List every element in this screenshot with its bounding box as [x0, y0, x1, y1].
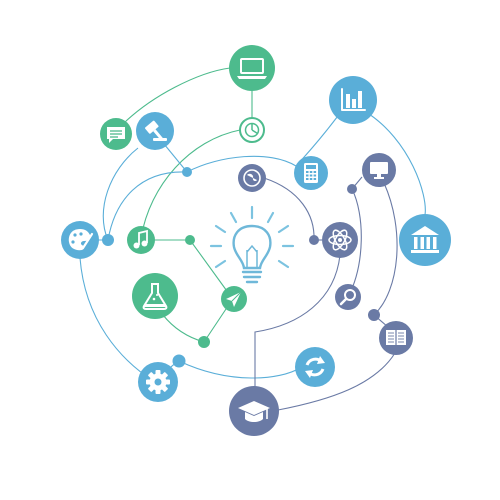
atom-icon [322, 222, 358, 258]
junction-dot [368, 309, 380, 321]
graduation-cap-icon [229, 386, 279, 436]
bar-chart-icon [329, 76, 377, 124]
palette-icon [61, 221, 99, 259]
paper-plane-icon [221, 286, 247, 312]
music-note-icon [127, 226, 155, 254]
globe-icon [238, 164, 266, 192]
bank-building-icon [399, 214, 451, 266]
monitor-icon [362, 153, 396, 187]
junction-dot [102, 234, 114, 246]
junction-dot [172, 354, 186, 368]
junction-dot [198, 336, 210, 348]
junction-dot [182, 167, 192, 177]
refresh-icon [295, 347, 335, 387]
magnifier-icon [335, 284, 361, 310]
lightbulb-icon [209, 205, 295, 284]
gavel-icon [136, 112, 174, 150]
calculator-icon [294, 156, 328, 190]
junction-dot [185, 235, 195, 245]
open-book-icon [379, 321, 413, 355]
junction-dots [102, 167, 380, 368]
gear-icon [138, 362, 178, 402]
pie-chart-icon [239, 117, 265, 143]
flask-icon [132, 273, 178, 319]
chat-bubble-icon [100, 118, 132, 150]
laptop-icon [229, 45, 275, 91]
junction-dot [309, 235, 319, 245]
junction-dot [347, 184, 357, 194]
